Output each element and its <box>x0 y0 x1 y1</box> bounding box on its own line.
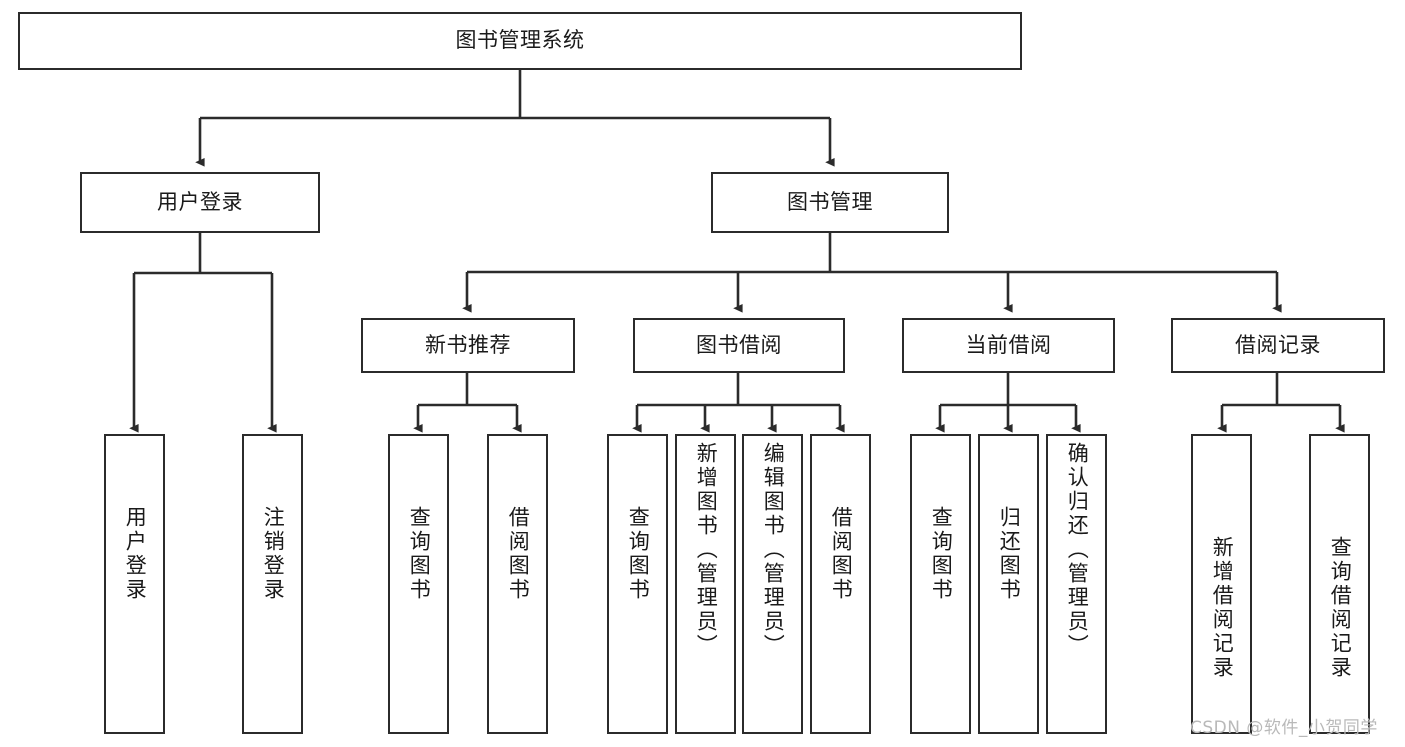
node-borrow-record[interactable]: 借阅记录 <box>1171 318 1385 373</box>
node-label: 查询图书 <box>626 506 651 602</box>
leaf-query-book-recommend[interactable]: 查询图书 <box>388 434 449 734</box>
node-label: 新书推荐 <box>425 332 511 357</box>
leaf-borrow-book-recommend[interactable]: 借阅图书 <box>487 434 548 734</box>
node-label: 用户登录 <box>123 506 148 602</box>
node-label: 用户登录 <box>157 189 243 214</box>
node-label: 注销登录 <box>261 506 286 602</box>
node-new-book-recommend[interactable]: 新书推荐 <box>361 318 575 373</box>
node-label: 确认归还（管理员） <box>1065 442 1090 658</box>
node-label: 借阅图书 <box>829 506 854 602</box>
node-label: 图书借阅 <box>696 332 782 357</box>
node-label: 借阅图书 <box>506 506 531 602</box>
node-root-book-management-system[interactable]: 图书管理系统 <box>18 12 1022 70</box>
leaf-confirm-return[interactable]: 确认归还（管理员） <box>1046 434 1107 734</box>
node-label: 查询借阅记录 <box>1328 536 1353 680</box>
leaf-borrow-book-borrow[interactable]: 借阅图书 <box>810 434 871 734</box>
node-label: 归还图书 <box>997 506 1022 602</box>
node-book-borrow[interactable]: 图书借阅 <box>633 318 845 373</box>
node-label: 图书管理 <box>787 189 873 214</box>
leaf-query-book-current[interactable]: 查询图书 <box>910 434 971 734</box>
leaf-query-book-borrow[interactable]: 查询图书 <box>607 434 668 734</box>
node-label: 图书管理系统 <box>455 28 585 53</box>
node-book-management[interactable]: 图书管理 <box>711 172 949 233</box>
node-label: 新增借阅记录 <box>1210 536 1235 680</box>
leaf-add-book[interactable]: 新增图书（管理员） <box>675 434 736 734</box>
leaf-return-book[interactable]: 归还图书 <box>978 434 1039 734</box>
node-label: 查询图书 <box>407 506 432 602</box>
leaf-edit-book[interactable]: 编辑图书（管理员） <box>742 434 803 734</box>
node-label: 当前借阅 <box>965 332 1052 357</box>
node-label: 查询图书 <box>929 506 954 602</box>
leaf-add-borrow-record[interactable]: 新增借阅记录 <box>1191 434 1252 734</box>
watermark-csdn: CSDN @软件_小贺同学 <box>1190 718 1378 738</box>
node-current-borrow[interactable]: 当前借阅 <box>902 318 1115 373</box>
leaf-logout-login[interactable]: 注销登录 <box>242 434 303 734</box>
node-label: 编辑图书（管理员） <box>761 442 786 658</box>
node-user-login[interactable]: 用户登录 <box>80 172 320 233</box>
leaf-user-login[interactable]: 用户登录 <box>104 434 165 734</box>
leaf-query-borrow-record[interactable]: 查询借阅记录 <box>1309 434 1370 734</box>
node-label: 新增图书（管理员） <box>694 442 719 658</box>
node-label: 借阅记录 <box>1235 332 1321 357</box>
